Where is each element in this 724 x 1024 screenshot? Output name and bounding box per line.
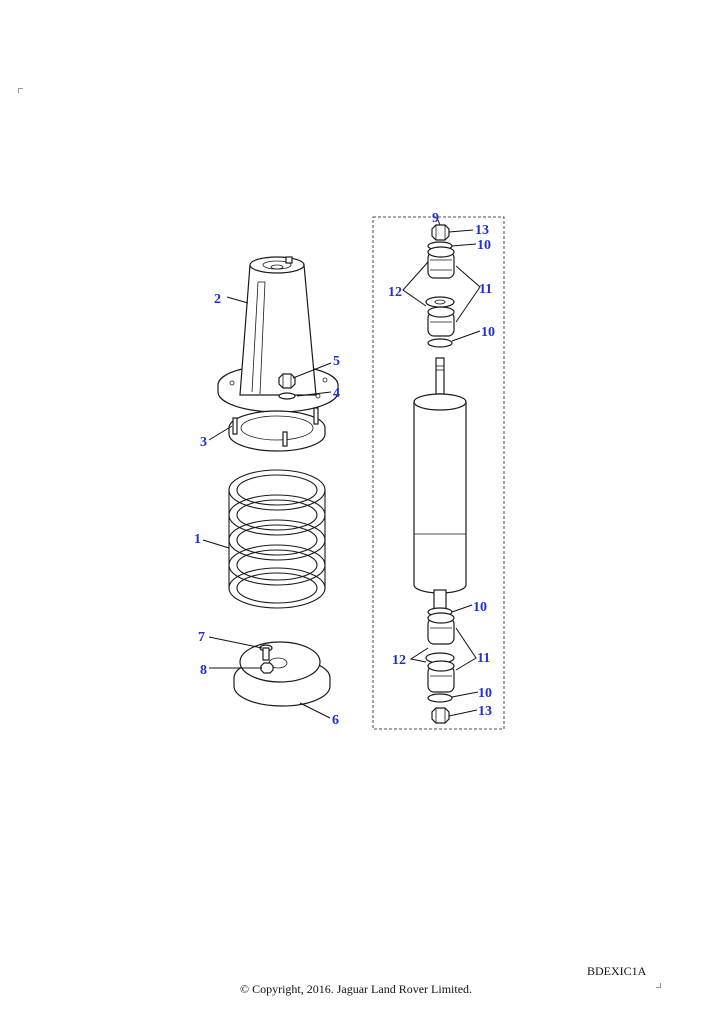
damper-washer-upper-lower (427, 338, 453, 348)
spring-seat-upper (228, 407, 326, 452)
corner-mark-top-left (18, 88, 23, 93)
coil-spring (228, 469, 326, 609)
callout-5: 5 (333, 354, 340, 369)
callout-10-upper: 10 (481, 325, 495, 340)
callout-8: 8 (200, 663, 207, 678)
callout-2: 2 (214, 292, 221, 307)
damper-top-nut (431, 224, 450, 241)
damper-washer-bottom (427, 693, 453, 703)
spring-seat-lower (233, 641, 331, 707)
callout-13-top: 13 (475, 223, 489, 238)
copyright-notice: © Copyright, 2016. Jaguar Land Rover Lim… (239, 982, 473, 996)
callout-6: 6 (332, 713, 339, 728)
callout-10-top: 10 (477, 238, 491, 253)
callout-1: 1 (194, 532, 201, 547)
corner-mark-bottom-right (656, 983, 661, 988)
damper-cup-washer-upper (425, 296, 455, 308)
callout-9: 9 (432, 211, 439, 226)
damper-bush-upper-2 (427, 306, 455, 337)
callout-7: 7 (198, 630, 205, 645)
damper-bush-upper-1 (427, 246, 455, 279)
damper-bottom-nut (431, 707, 450, 724)
callout-10-bottom: 10 (478, 686, 492, 701)
damper-bush-lower-2 (427, 660, 455, 693)
callout-11-top: 11 (479, 282, 492, 297)
callout-12-top: 12 (388, 285, 402, 300)
callout-12-bottom: 12 (392, 653, 406, 668)
reference-code: BDEXIC1A (587, 964, 647, 978)
callout-13-bottom: 13 (478, 704, 492, 719)
spring-turret (217, 256, 339, 413)
callout-11-bottom: 11 (477, 651, 490, 666)
callout-10-lower: 10 (473, 600, 487, 615)
damper-body (413, 357, 467, 611)
callout-3: 3 (200, 435, 207, 450)
damper-bush-lower-1 (427, 612, 455, 645)
flange-nut (278, 373, 296, 400)
callout-4: 4 (333, 386, 340, 401)
damper-kit-boundary (372, 216, 505, 730)
